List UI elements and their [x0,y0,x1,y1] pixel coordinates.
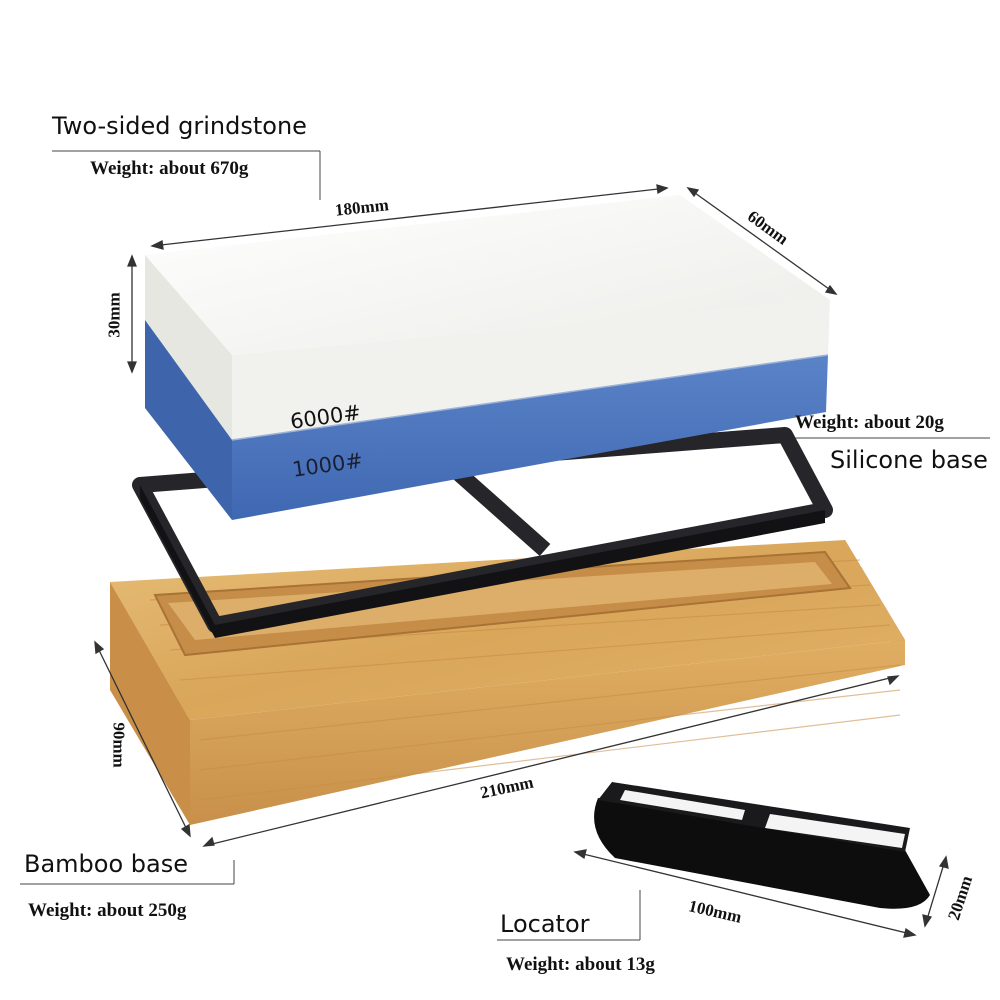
bamboo-weight: Weight: about 250g [28,900,187,921]
silicone-title: Silicone base [830,446,988,474]
bamboo-base [110,540,905,825]
grindstone-weight: Weight: about 670g [90,158,249,179]
grindstone-title: Two-sided grindstone [52,112,307,140]
locator [594,782,930,909]
locator-weight: Weight: about 13g [506,954,655,975]
grindstone [145,195,830,520]
bamboo-width: 90mm [109,722,129,768]
grindstone-height: 30mm [104,292,124,338]
silicone-weight: Weight: about 20g [795,412,944,433]
dimension-arrows [94,184,949,938]
leader-lines [20,150,990,941]
locator-title: Locator [500,910,590,938]
bamboo-title: Bamboo base [24,850,188,878]
